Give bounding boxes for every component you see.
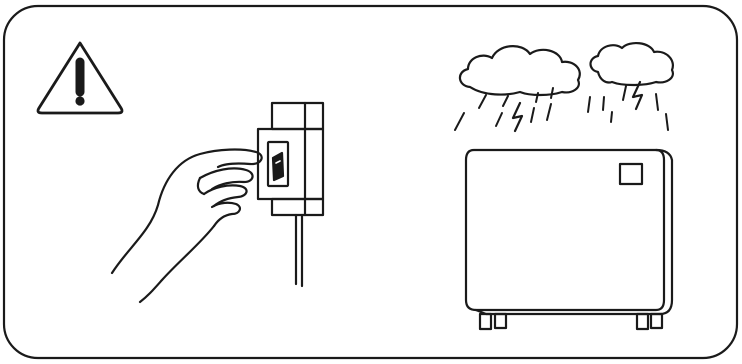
- lightning-icon: [511, 80, 644, 133]
- hand-icon: [110, 148, 263, 304]
- heater-unit-icon: [464, 148, 674, 331]
- warning-triangle-icon: [36, 41, 124, 115]
- circuit-breaker-icon: [256, 101, 325, 288]
- storm-cloud-icon: [458, 42, 674, 97]
- rain-icon: [454, 85, 669, 131]
- illustration-frame: [2, 4, 739, 360]
